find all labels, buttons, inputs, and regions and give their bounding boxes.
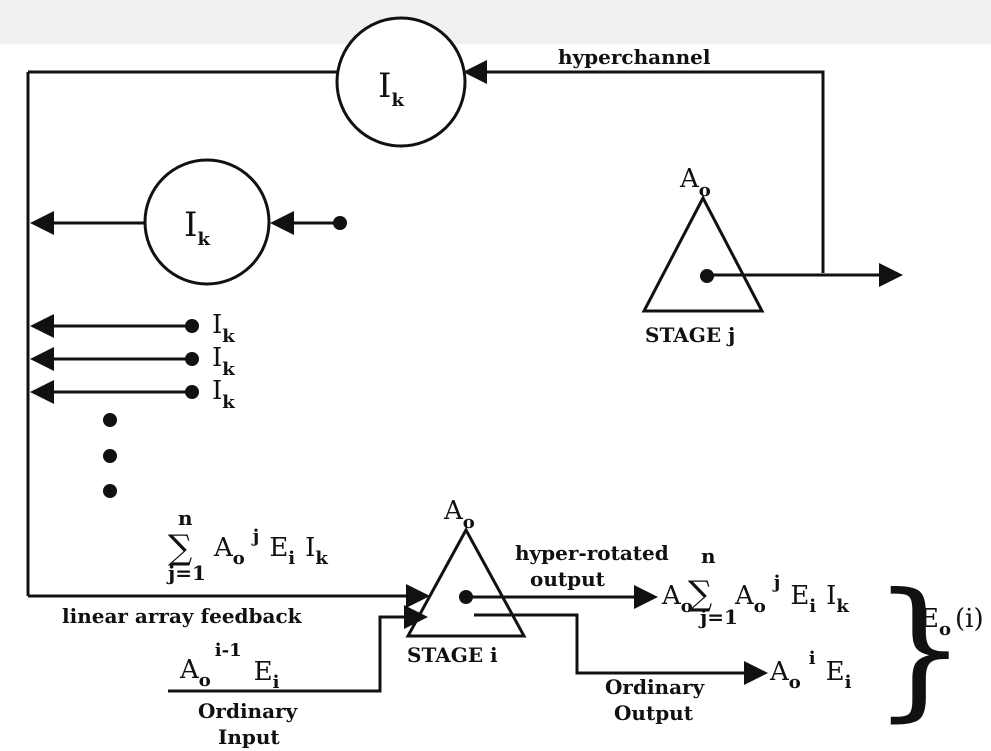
stage-j-triangle (641, 194, 765, 313)
feedback-arrow (406, 584, 430, 608)
hyper-rotated-prefix: Ao (661, 581, 693, 617)
array-row-2-arrow (30, 347, 54, 371)
hyperchannel-line-right (475, 70, 825, 273)
ordinary-output-arrow (744, 661, 768, 685)
ordinary-output-label-1: Ordinary (605, 675, 706, 699)
hyper-rotated-arrow (634, 585, 658, 609)
stage-j-label: STAGE j (645, 323, 735, 347)
ik-mid-symbol: Ik (184, 205, 210, 250)
hyper-sum-lower: j=1 (698, 605, 738, 629)
stage-j-output-arrow (879, 263, 903, 287)
stage-j-symbol: Ao (679, 164, 711, 201)
hyper-rotated-label-2: output (530, 567, 606, 591)
eo-label: Eo(i) (920, 604, 984, 640)
ordinary-input-label-1: Ordinary (198, 699, 299, 723)
ordinary-output-label-2: Output (614, 701, 694, 725)
array-row-1-symbol: Ik (212, 310, 235, 347)
feedback-sum-upper: n (178, 506, 193, 530)
ordinary-input-label-2: Input (218, 725, 280, 749)
array-row-3-dot (185, 385, 199, 399)
array-row-1-arrow (30, 314, 54, 338)
feedback-sum-sign: ∑ (168, 528, 192, 568)
ordinary-input-line (168, 615, 408, 693)
feedback-label: linear array feedback (62, 604, 303, 628)
ellipsis-dot-1 (103, 413, 117, 427)
output-brace: } (872, 562, 967, 736)
ellipsis-dot-3 (103, 484, 117, 498)
hyper-sum-upper: n (701, 544, 716, 568)
ik-mid-output-arrow (30, 211, 54, 235)
stage-i-symbol: Ao (443, 496, 475, 533)
stage-i-label: STAGE i (407, 643, 498, 667)
ordinary-output-line (474, 613, 746, 675)
ik-mid-input-dot (333, 216, 347, 230)
array-row-3-symbol: Ik (212, 376, 235, 413)
ik-circle-top (335, 16, 467, 148)
array-row-2-symbol: Ik (212, 343, 235, 380)
array-row-3-arrow (30, 380, 54, 404)
hyperchannel-arrow (463, 60, 487, 84)
array-row-2-dot (185, 352, 199, 366)
hyper-rotated-label-1: hyper-rotated (515, 541, 669, 565)
ellipsis-dot-2 (103, 449, 117, 463)
ik-top-symbol: Ik (378, 66, 404, 111)
hyperchannel-label: hyperchannel (558, 45, 711, 69)
scan-shading (0, 0, 991, 44)
ik-circle-mid (143, 158, 271, 286)
ordinary-input-terms: Aoi-1Ei (179, 640, 280, 693)
array-row-1-dot (185, 319, 199, 333)
hyper-sum-sign: ∑ (688, 574, 712, 614)
feedback-sum-lower: j=1 (166, 561, 206, 585)
ordinary-input-arrow (404, 605, 428, 629)
stage-i-triangle (405, 526, 527, 638)
ik-mid-input-arrow (270, 211, 294, 235)
